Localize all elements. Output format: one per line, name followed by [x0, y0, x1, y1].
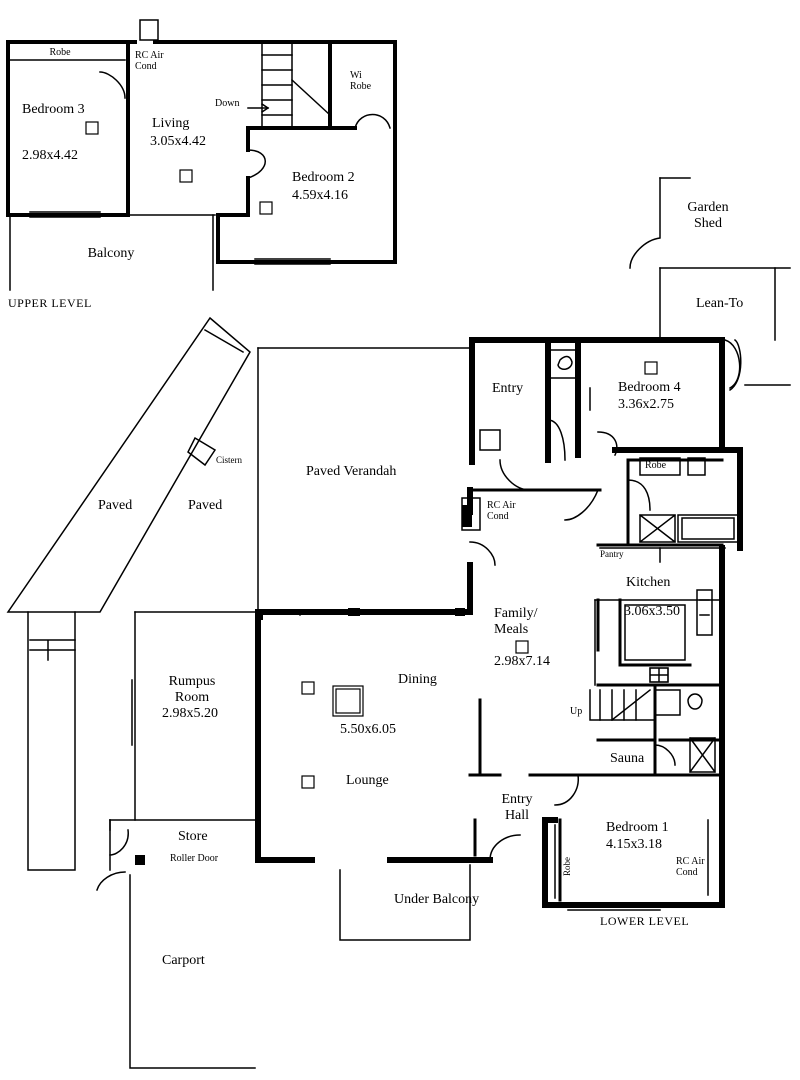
paved-verandah-label: Paved Verandah: [306, 464, 397, 479]
family-dimensions: 2.98x7.14: [494, 654, 550, 669]
lower-level-fixtures: [109, 338, 742, 911]
bedroom1-dimensions: 4.15x3.18: [606, 837, 662, 852]
entry-hall-line2: Hall: [504, 808, 530, 823]
upper-wir-line1: Wi: [350, 70, 362, 81]
dining-label: Dining: [398, 672, 437, 687]
black-posts: [135, 505, 472, 865]
family-label: Family/Meals: [494, 606, 538, 638]
sauna-label: Sauna: [610, 751, 645, 766]
bedroom3-label: Bedroom 3: [22, 102, 85, 117]
rumpus-line2: Room: [174, 690, 210, 705]
bedroom1-robe-label: Robe: [562, 857, 572, 876]
roller-door-label: Roller Door: [170, 853, 219, 864]
lower-level-heading: LOWER LEVEL: [600, 914, 690, 928]
lower-level-interior: [468, 458, 724, 902]
garden-shed-line1: Garden: [687, 200, 729, 215]
lower-robe-label: Robe: [645, 460, 667, 471]
living-dimensions: 3.05x4.42: [150, 134, 206, 149]
bedroom4-dimensions: 3.36x2.75: [618, 397, 674, 412]
upper-rc-aircond-line2: Cond: [135, 61, 157, 72]
bedroom2-dimensions: 4.59x4.16: [292, 188, 348, 203]
kitchen-label: Kitchen: [626, 575, 671, 590]
pantry-label: Pantry: [600, 549, 624, 559]
upper-level-walls: [6, 40, 397, 264]
garden-shed-line2: Shed: [693, 216, 722, 231]
lower-level-walls: [255, 337, 743, 908]
carport-label: Carport: [162, 953, 205, 968]
rumpus-dimensions: 2.98x5.20: [162, 706, 218, 721]
upper-level-thin: [7, 19, 391, 291]
family-line1: Family/: [494, 606, 538, 621]
under-balcony-label: Under Balcony: [394, 892, 480, 907]
bedroom3-dimensions: 2.98x4.42: [22, 148, 78, 163]
upper-level-heading: UPPER LEVEL: [8, 296, 92, 310]
balcony-label: Balcony: [87, 246, 135, 261]
store-label: Store: [178, 829, 208, 844]
bedroom1-rc-aircond-line2: Cond: [676, 867, 698, 878]
paved-right-label: Paved: [188, 498, 223, 513]
entry-label: Entry: [492, 381, 524, 396]
bedroom4-label: Bedroom 4: [618, 380, 681, 395]
entry-hall-line1: Entry: [501, 792, 533, 807]
stair-up-label: Up: [570, 706, 583, 717]
bedroom1-rc-aircond-line1: RC Air: [676, 856, 705, 867]
bedroom2-label: Bedroom 2: [292, 170, 355, 185]
stair-down-label: Down: [215, 98, 240, 109]
paved-left-label: Paved: [98, 498, 133, 513]
lower-rc-aircond-line1: RC Air: [487, 500, 516, 511]
lounge-label: Lounge: [346, 773, 389, 788]
family-line2: Meals: [494, 622, 529, 637]
living-label: Living: [152, 116, 190, 131]
bedroom1-label: Bedroom 1: [606, 820, 669, 835]
lower-rc-aircond-line2: Cond: [487, 511, 509, 522]
cistern-label: Cistern: [216, 455, 242, 465]
lean-to-label: Lean-To: [696, 296, 744, 311]
kitchen-dimensions: 3.06x3.50: [624, 604, 680, 619]
rumpus-line1: Rumpus: [168, 674, 216, 689]
upper-wir-line2: Robe: [350, 81, 372, 92]
upper-robe-label: Robe: [49, 47, 71, 58]
light-symbols: [85, 121, 669, 789]
upper-rc-aircond-line1: RC Air: [135, 50, 164, 61]
lounge-dimensions: 5.50x6.05: [340, 722, 396, 737]
outside-lines: [6, 177, 791, 1069]
